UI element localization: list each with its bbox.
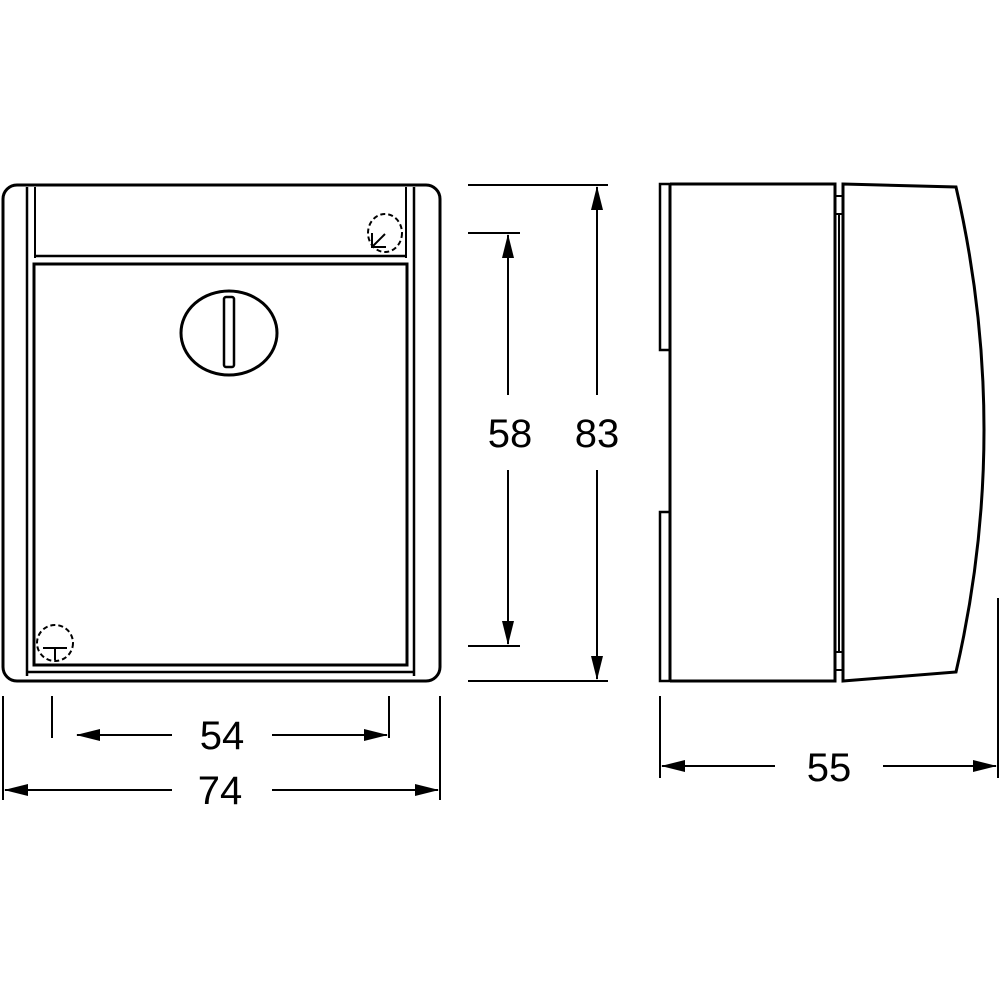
dimension-58: 58 [468, 232, 533, 647]
side-notch-bottom [658, 510, 670, 683]
front-view: 54 74 [1, 183, 442, 813]
dimension-label-54: 54 [200, 714, 245, 758]
cover-screw [179, 289, 279, 377]
dimension-label-55: 55 [807, 746, 852, 790]
dimension-label-58: 58 [488, 412, 533, 456]
side-notch-top [658, 182, 670, 352]
dimension-label-74: 74 [198, 769, 243, 813]
hinged-cover [32, 262, 409, 667]
fixing-point-top-right [367, 213, 403, 253]
side-base [670, 182, 837, 683]
housing-outline [1, 183, 442, 683]
side-view: 55 [658, 182, 999, 790]
dimension-83: 83 [468, 184, 620, 682]
dimension-label-83: 83 [575, 412, 620, 456]
dimension-74: 74 [2, 696, 441, 813]
dimension-54: 54 [51, 696, 390, 758]
side-curved-cover [841, 182, 986, 683]
fixing-point-bottom-left [36, 624, 74, 662]
dimension-55: 55 [659, 598, 999, 790]
